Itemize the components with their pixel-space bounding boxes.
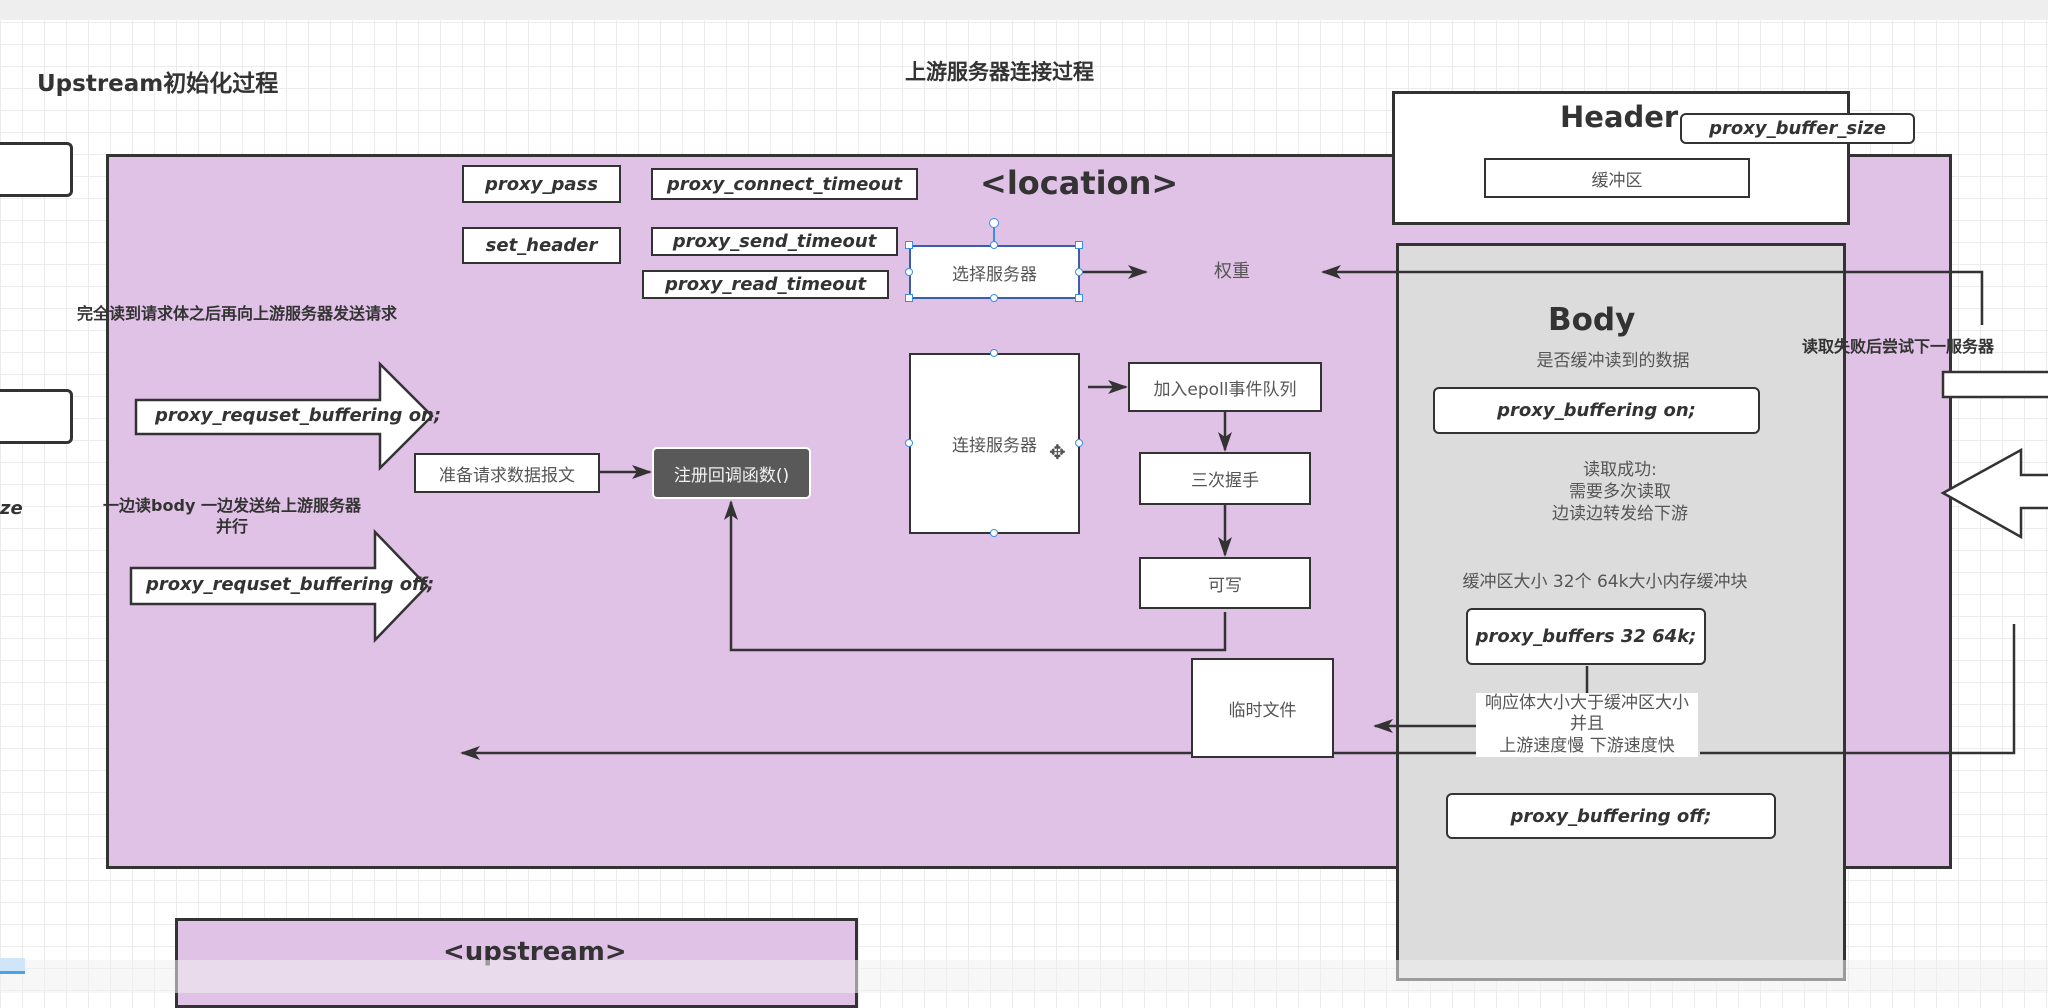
overflow-line-3: 上游速度慢 下游速度快 (1499, 735, 1675, 756)
parallel-note: 一边读body 一边发送给上游服务器 并行 (82, 496, 382, 538)
overflow-line-2: 并且 (1570, 714, 1604, 735)
top-bar (0, 0, 2048, 20)
overflow-condition-note: 响应体大小大于缓冲区大小 并且 上游速度慢 下游速度快 (1476, 693, 1698, 757)
parallel-note-line-2: 并行 (215, 516, 248, 536)
connect-point-bottom[interactable] (990, 529, 998, 537)
read-success-line-1: 读取成功: (1583, 460, 1657, 480)
connect-server-node[interactable]: 连接服务器 (909, 353, 1080, 534)
bottom-fade (0, 960, 2048, 993)
full-read-note: 完全读到请求体之后再向上游服务器发送请求 (77, 304, 398, 323)
read-success-line-2: 需要多次读取 (1569, 482, 1671, 503)
rotate-handle[interactable] (989, 218, 999, 228)
buffering-on-label: proxy_requset_buffering on; (155, 405, 442, 426)
incoming-left-arrow (1940, 447, 2048, 540)
proxy-connect-timeout-directive[interactable]: proxy_connect_timeout (651, 168, 918, 200)
offscreen-box-2[interactable] (0, 389, 73, 444)
right-cut-box (1941, 370, 2048, 399)
temp-file-node[interactable]: 临时文件 (1191, 658, 1334, 758)
proxy-send-timeout-directive[interactable]: proxy_send_timeout (651, 227, 898, 256)
proxy-buffering-off-directive[interactable]: proxy_buffering off; (1446, 793, 1776, 839)
add-epoll-node[interactable]: 加入epoll事件队列 (1128, 362, 1322, 412)
prepare-request-node[interactable]: 准备请求数据报文 (414, 453, 600, 493)
select-server-node[interactable]: 选择服务器 (909, 245, 1080, 299)
proxy-buffering-on-directive[interactable]: proxy_buffering on; (1433, 387, 1760, 434)
title-upstream-connect: 上游服务器连接过程 (905, 60, 1094, 84)
scroll-indicator[interactable] (0, 958, 25, 974)
connection-point-bottom[interactable] (990, 294, 998, 302)
offscreen-box-1[interactable] (0, 142, 73, 197)
proxy-buffer-size-directive[interactable]: proxy_buffer_size (1680, 113, 1915, 144)
buffering-off-label: proxy_requset_buffering off; (146, 574, 435, 595)
retry-next-server-note: 读取失败后尝试下一服务器 (1802, 337, 1995, 356)
offscreen-label: ze (0, 498, 23, 519)
buffer-size-note: 缓冲区大小 32个 64k大小内存缓冲块 (1462, 572, 1748, 592)
overflow-line-1: 响应体大小大于缓冲区大小 (1485, 693, 1689, 713)
connection-point-left[interactable] (905, 268, 913, 276)
weight-label: 权重 (1214, 261, 1250, 282)
proxy-pass-directive[interactable]: proxy_pass (462, 165, 621, 203)
register-callback-node[interactable]: 注册回调函数() (652, 447, 811, 499)
resize-handle-ne[interactable] (1075, 241, 1083, 249)
writable-node[interactable]: 可写 (1139, 557, 1311, 609)
title-upstream-init: Upstream初始化过程 (37, 71, 279, 97)
connection-point-right[interactable] (1075, 268, 1083, 276)
read-success-line-3: 边读边转发给下游 (1552, 504, 1688, 525)
parallel-note-line-1: 一边读body 一边发送给上游服务器 (103, 496, 361, 515)
rotate-handle-stem (993, 226, 995, 242)
set-header-directive[interactable]: set_header (462, 227, 621, 264)
resize-handle-sw[interactable] (905, 294, 913, 302)
connection-point-top[interactable] (990, 241, 998, 249)
handshake-node[interactable]: 三次握手 (1139, 452, 1311, 505)
move-cursor-icon: ✥ (1049, 440, 1066, 464)
read-success-note: 读取成功: 需要多次读取 边读边转发给下游 (1500, 459, 1740, 525)
proxy-read-timeout-directive[interactable]: proxy_read_timeout (642, 270, 889, 299)
resize-handle-nw[interactable] (905, 241, 913, 249)
connect-point-right[interactable] (1075, 439, 1083, 447)
body-subtitle: 是否缓冲读到的数据 (1536, 351, 1690, 371)
connect-point-left[interactable] (905, 439, 913, 447)
proxy-buffers-directive[interactable]: proxy_buffers 32 64k; (1466, 608, 1706, 665)
location-label: <location> (980, 164, 1179, 202)
header-title: Header (1560, 100, 1679, 134)
header-buffer-box[interactable]: 缓冲区 (1484, 158, 1750, 198)
resize-handle-se[interactable] (1075, 294, 1083, 302)
body-title: Body (1548, 302, 1636, 338)
connect-point-top[interactable] (990, 349, 998, 357)
